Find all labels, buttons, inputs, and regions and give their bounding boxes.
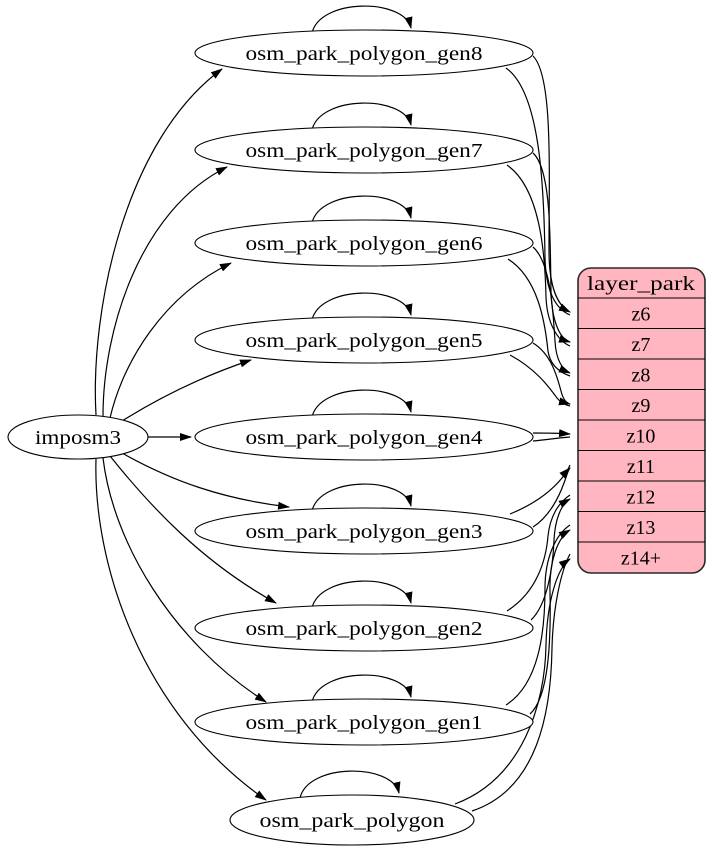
- edge-imposm3-to-gen8: [94, 68, 223, 416]
- self-loop-gen6: [311, 195, 413, 224]
- gen5-label: osm_park_polygon_gen5: [246, 330, 483, 352]
- self-loop-gen4: [311, 389, 413, 418]
- edge-gen5-to-z9-a: [532, 342, 571, 406]
- edge-imposm3-to-gen6: [109, 262, 232, 419]
- self-loop-gen7: [311, 102, 413, 131]
- edge-gen6-to-z8-b: [507, 258, 571, 377]
- edge-gen8-to-z6-a: [532, 55, 571, 313]
- row-z9: z9: [632, 395, 651, 417]
- gen1-ellipse: [194, 698, 534, 746]
- self-loop-polygon: [299, 770, 401, 799]
- node-osm-park-polygon-gen1: osm_park_polygon_gen1: [194, 698, 534, 746]
- edge-polygon-to-z14-b: [471, 553, 571, 812]
- edge-imposm3-to-gen3: [121, 452, 290, 510]
- self-loop-gen8: [311, 5, 413, 34]
- edge-gen3-to-z11-a: [532, 467, 571, 528]
- node-osm-park-polygon-gen3: osm_park_polygon_gen3: [194, 507, 534, 555]
- row-z7: z7: [632, 334, 651, 356]
- node-osm-park-polygon-gen7: osm_park_polygon_gen7: [194, 126, 534, 174]
- edge-imposm3-to-polygon: [95, 458, 267, 801]
- self-loop-gen1: [311, 674, 413, 703]
- edge-gen8-to-z6-b: [505, 67, 571, 316]
- edge-gen5-to-z9-b: [509, 354, 571, 407]
- self-loop-gen5: [311, 292, 413, 321]
- edge-gen7-to-z7-b: [506, 164, 571, 347]
- node-osm-park-polygon-gen4: osm_park_polygon_gen4: [194, 413, 534, 461]
- row-z14: z14+: [621, 548, 661, 570]
- edge-polygon-to-z14-a: [454, 558, 571, 805]
- gen8-ellipse: [194, 29, 534, 77]
- gen2-ellipse: [194, 604, 534, 652]
- edge-gen7-to-z7-a: [532, 152, 571, 343]
- edge-layer: [94, 5, 571, 812]
- edge-gen2-to-z12-a: [530, 498, 571, 621]
- edge-imposm3-to-gen7: [102, 166, 228, 417]
- row-z13: z13: [627, 517, 656, 539]
- gen4-ellipse: [194, 413, 534, 461]
- node-osm-park-polygon-gen8: osm_park_polygon_gen8: [194, 29, 534, 77]
- row-z8: z8: [632, 365, 651, 387]
- gen1-label: osm_park_polygon_gen1: [246, 712, 483, 734]
- edge-gen6-to-z8-a: [532, 246, 571, 374]
- polygon-label: osm_park_polygon: [260, 810, 445, 832]
- gen7-ellipse: [194, 126, 534, 174]
- edge-gen4-to-z10-a: [532, 429, 571, 438]
- node-osm-park-polygon-gen6: osm_park_polygon_gen6: [194, 219, 534, 267]
- node-osm-park-polygon-gen2: osm_park_polygon_gen2: [194, 604, 534, 652]
- edge-gen1-to-z13-b: [505, 524, 571, 706]
- edge-gen1-to-z13-a: [529, 529, 571, 715]
- edge-gen2-to-z12-b: [506, 494, 571, 612]
- gen2-label: osm_park_polygon_gen2: [246, 618, 483, 640]
- imposm3-label: imposm3: [35, 427, 121, 449]
- gen7-label: osm_park_polygon_gen7: [246, 140, 483, 162]
- gen8-label: osm_park_polygon_gen8: [246, 43, 483, 65]
- edge-imposm3-to-gen1: [102, 457, 267, 703]
- node-osm-park-polygon-gen5: osm_park_polygon_gen5: [194, 316, 534, 364]
- layer-park-table: layer_park z6 z7 z8 z9 z10 z11 z12 z13 z…: [577, 267, 706, 574]
- gen6-label: osm_park_polygon_gen6: [246, 233, 483, 255]
- self-loop-gen2: [311, 580, 413, 609]
- edge-gen3-to-z11-b: [509, 464, 571, 515]
- row-z12: z12: [627, 487, 656, 509]
- edge-gen4-to-z10-b: [532, 436, 571, 442]
- row-z10: z10: [627, 426, 656, 448]
- imposm3-ellipse: [7, 414, 149, 460]
- gen4-label: osm_park_polygon_gen4: [246, 427, 483, 449]
- gen3-ellipse: [194, 507, 534, 555]
- node-osm-park-polygon: osm_park_polygon: [229, 794, 475, 846]
- row-z6: z6: [632, 304, 651, 326]
- edge-imposm3-to-gen2: [109, 455, 277, 604]
- edge-imposm3-to-gen5: [121, 359, 252, 422]
- layer-park-title: layer_park: [587, 273, 695, 295]
- polygon-ellipse: [229, 794, 475, 846]
- gen6-ellipse: [194, 219, 534, 267]
- node-imposm3: imposm3: [7, 414, 149, 460]
- gen3-label: osm_park_polygon_gen3: [246, 521, 483, 543]
- self-loop-gen3: [311, 483, 413, 512]
- row-z11: z11: [627, 456, 655, 478]
- gen5-ellipse: [194, 316, 534, 364]
